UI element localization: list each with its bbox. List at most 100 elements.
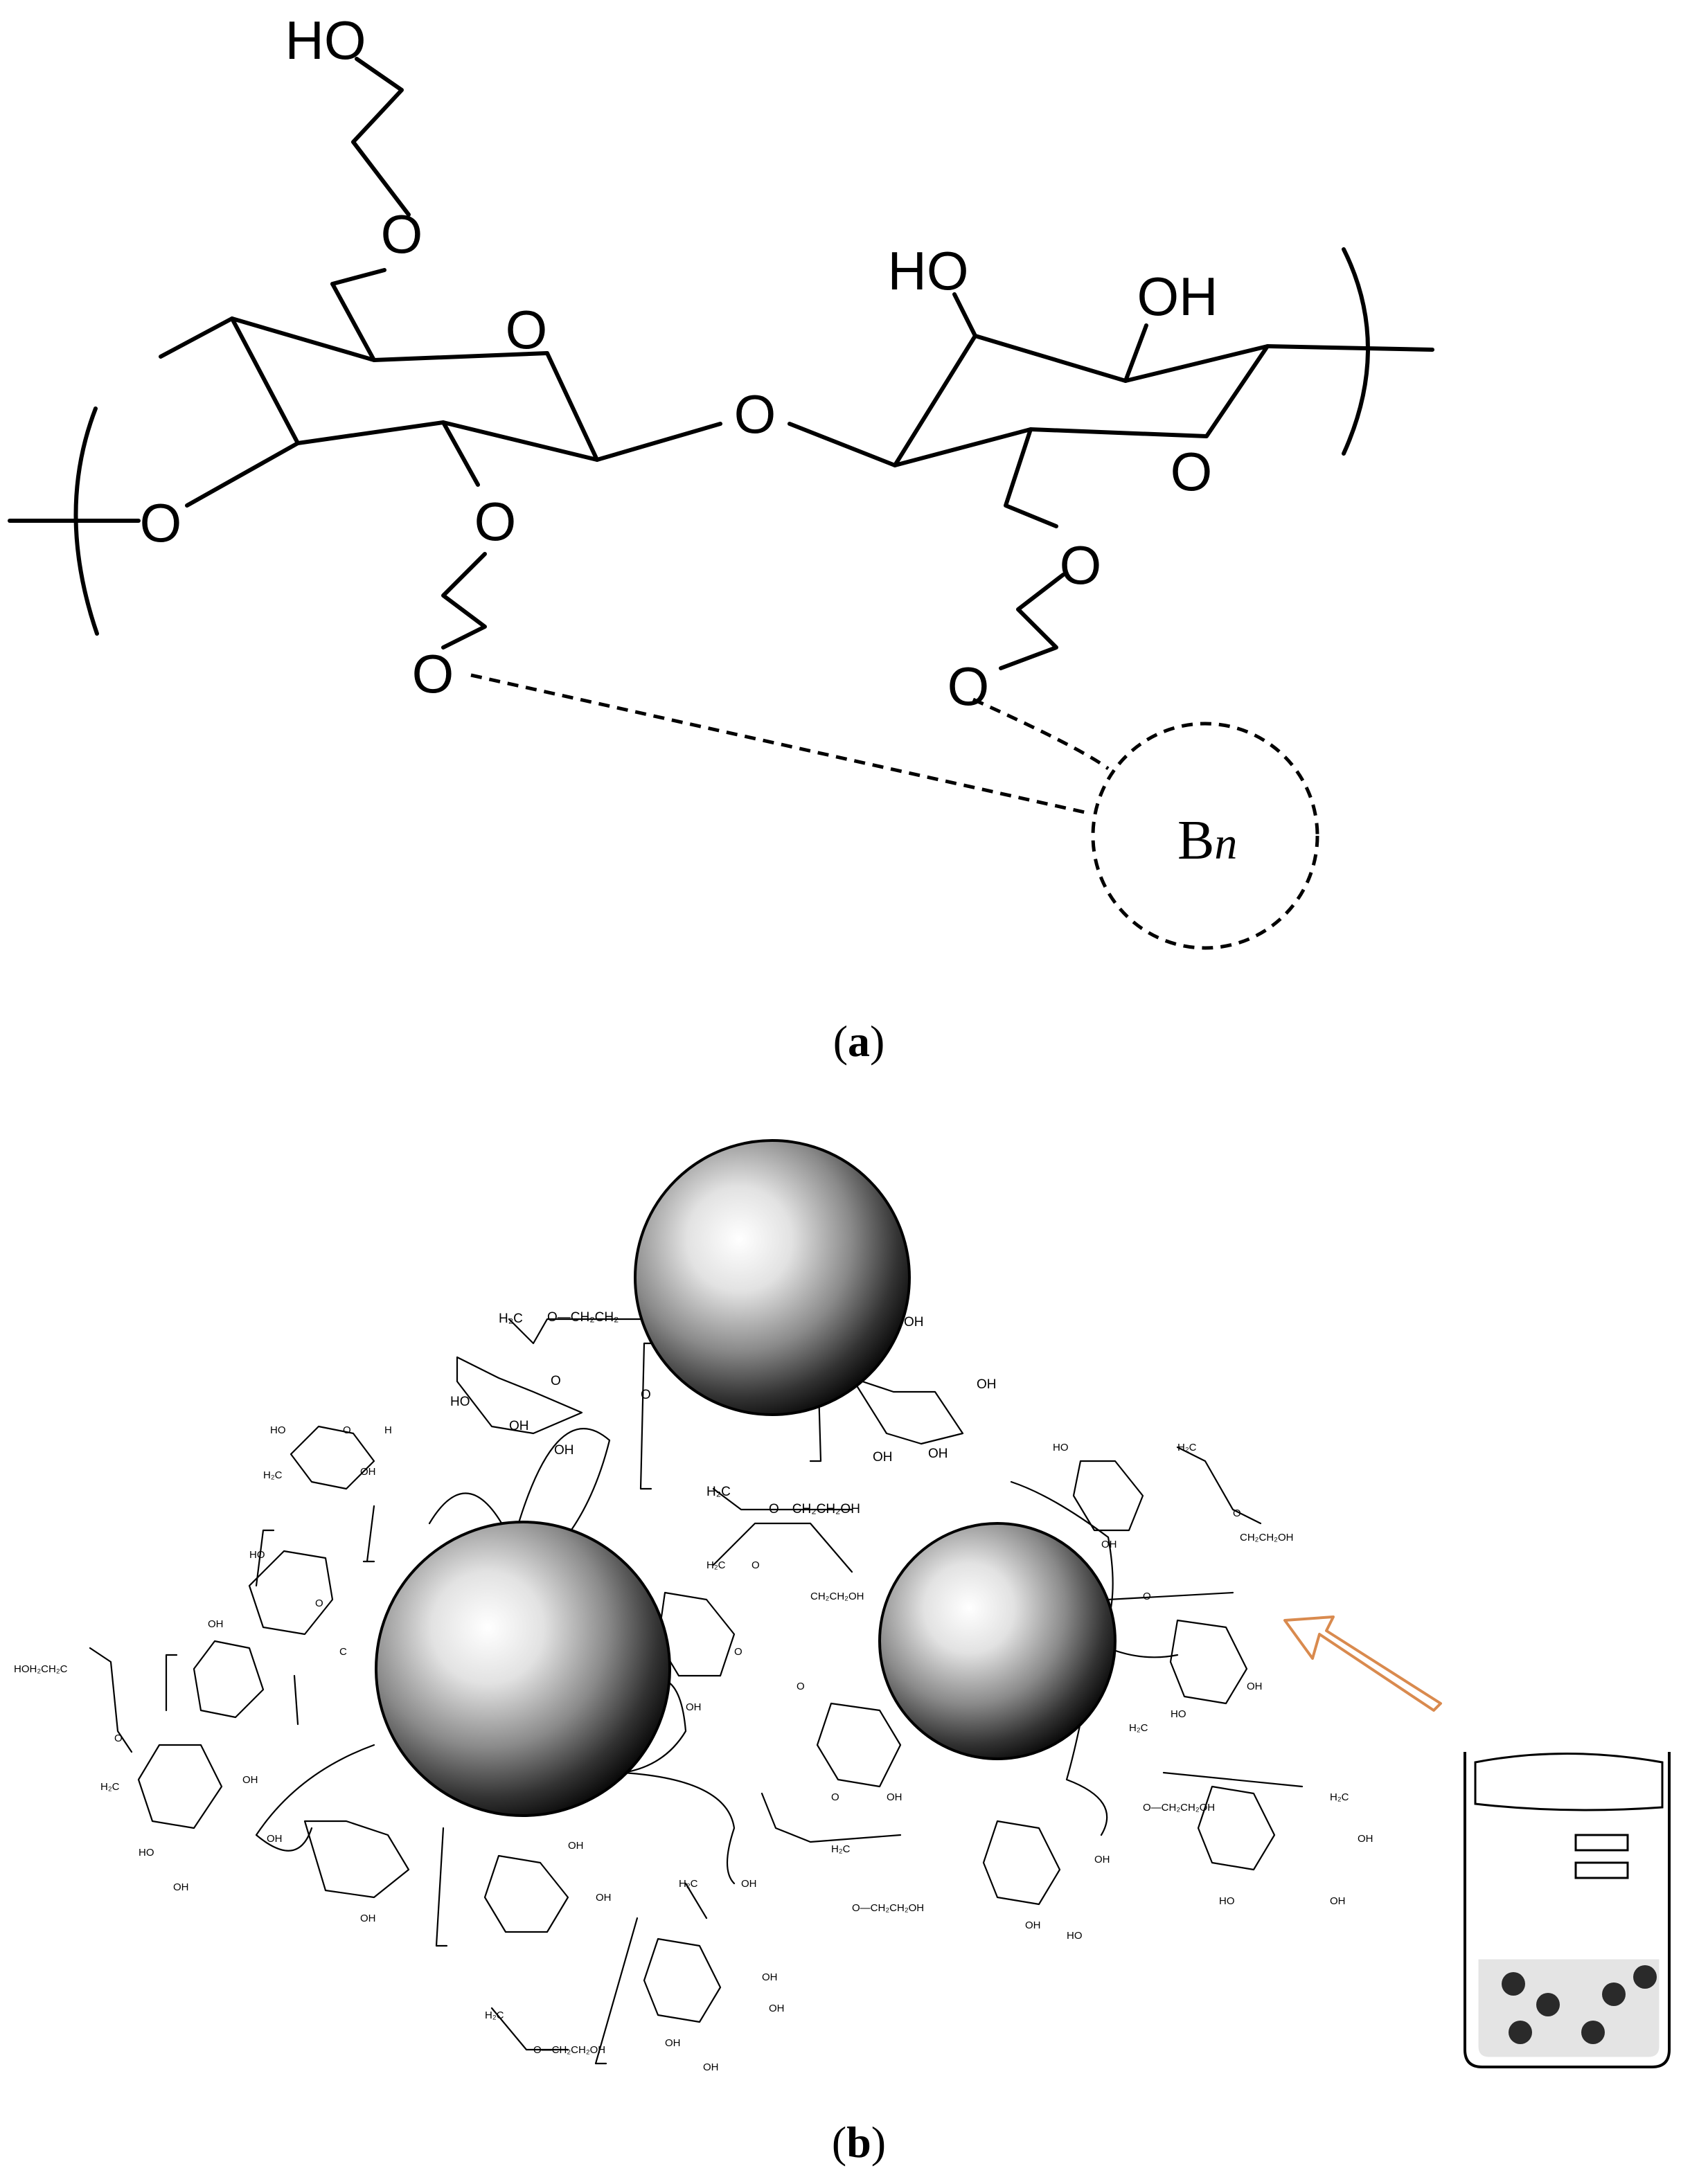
atom-o-ring-left: O: [506, 299, 548, 360]
frag-oh-center-2: OH: [887, 1791, 902, 1803]
frag-oh-right-3: OH: [1358, 1833, 1373, 1845]
frag-oh-bottom-7: OH: [769, 2003, 785, 2014]
frag-h2c-right-2: H₂C: [1129, 1722, 1148, 1734]
left-outer-chain: [89, 1647, 133, 1753]
frag-ho-right-5: HO: [1219, 1895, 1235, 1907]
addition-arrow: [1283, 1615, 1442, 1712]
right-outer-chain: [1176, 1446, 1262, 1525]
orange-arrow: [1283, 1615, 1442, 1712]
frag-h2c-left-2: H₂C: [100, 1781, 120, 1793]
o-left-end-bond: [185, 441, 300, 508]
nanoparticle-left: [375, 1521, 671, 1817]
nanoparticle-right: [878, 1522, 1117, 1760]
frag-oh-bottom-4: OH: [596, 1892, 612, 1904]
frag-oh-bottom-9: OH: [703, 2061, 719, 2073]
beaker-particle-1: [1502, 1972, 1525, 1996]
left-polymer-segment: HO O H H₂C OH HO O C OH HOH₂CH₂C O H₂C O…: [14, 1424, 392, 1893]
atom-o-bridge: O: [734, 384, 776, 445]
left-brackets-2: [165, 1654, 299, 1726]
frag-oh-top-right: OH: [904, 1315, 924, 1330]
c6-chain-bond: [330, 282, 376, 362]
frag-ho-left-3: HO: [249, 1549, 265, 1561]
frag-oh-left-6: OH: [173, 1881, 189, 1893]
bottom-bracket-2: [594, 1917, 639, 2065]
frag-o-left-3: O: [315, 1597, 323, 1609]
frag-oh-top-2: OH: [554, 1443, 574, 1458]
nanoparticle-top: [634, 1139, 911, 1416]
frag-oh-bottom-6: OH: [762, 1971, 778, 1983]
top-bracket-left: [639, 1342, 656, 1490]
frag-ho-right-3: HO: [1171, 1708, 1186, 1720]
left-lower-ring: [193, 1640, 265, 1719]
frag-ho-right-7: HO: [1067, 1930, 1083, 1942]
bottom-chain-2: [684, 1882, 708, 1919]
left-repeat-bracket: [73, 406, 99, 636]
frag-oh-bottom-3: OH: [568, 1840, 584, 1852]
beaker-graduation-2: [1574, 1861, 1629, 1879]
frag-h2c-center: H₂C: [706, 1559, 726, 1571]
frag-oh-left-5: OH: [242, 1774, 258, 1786]
polymer-wire-5: [1107, 1647, 1179, 1658]
frag-h2c-center-2: H₂C: [831, 1843, 851, 1855]
panel-b-label-letter: b: [846, 2118, 871, 2167]
frag-h2c-right-3: H₂C: [1330, 1791, 1349, 1803]
frag-ch2ch2oh-right: CH₂CH₂OH: [1240, 1532, 1293, 1543]
beaker-particle-6: [1581, 2021, 1605, 2044]
top-hydroxyethyl-chain: [351, 57, 411, 217]
bottom-mid-ring: [483, 1854, 569, 1933]
right-upper-ring: [1072, 1460, 1144, 1532]
center-polymer-segment: H₂C O CH₂CH₂OH O OH O OH O H₂C O—CH₂CH₂O…: [657, 1522, 924, 1914]
panel-a-label-letter: a: [848, 1017, 870, 1066]
lower-hydroxyethyl-chain: [441, 552, 487, 650]
beaker-particle-2: [1536, 1993, 1560, 2016]
bridge-bond-left: [595, 422, 722, 462]
atom-o-right-chain-1: O: [1060, 535, 1102, 596]
frag-h2c-bottom: H₂C: [485, 2010, 504, 2021]
left-brackets-1: [255, 1505, 375, 1587]
b-n-main: B: [1177, 810, 1214, 871]
panel-a-label-open: (: [833, 1017, 848, 1066]
frag-ho-left-1: HO: [270, 1424, 286, 1436]
atom-ho-top: HO: [285, 10, 366, 71]
panel-b-structure: H₂C O—CH₂CH₂ O HO OH OH O OH OH OH OH H₂…: [14, 1139, 1671, 2073]
right-brackets: [1107, 1591, 1304, 1788]
beaker-particle-3: [1602, 1982, 1626, 2006]
frag-o-left-5: O: [114, 1733, 123, 1744]
panel-a-label-close: ): [870, 1017, 884, 1066]
bottom-right-ring: [643, 1937, 722, 2023]
atom-oh-right: OH: [1137, 266, 1218, 327]
right-repeat-bracket: [1342, 247, 1370, 456]
frag-oh-top-right-2: OH: [977, 1377, 997, 1392]
b-n-subscript: n: [1214, 818, 1237, 869]
frag-h2c-right-1: H₂C: [1177, 1442, 1197, 1453]
frag-h2c-left: H₂C: [263, 1469, 283, 1481]
atom-o-right-chain-2: O: [948, 656, 990, 717]
frag-o-top-ring: O: [551, 1374, 561, 1388]
frag-oh-bottom-8: OH: [665, 2037, 681, 2049]
c3-oh-bond: [952, 292, 977, 338]
frag-o-right-1: O: [1233, 1507, 1241, 1519]
frag-o-ch2ch2oh-center: O—CH₂CH₂OH: [852, 1902, 924, 1914]
beaker-particle-5: [1509, 2021, 1532, 2044]
frag-oh-right-2: OH: [1247, 1681, 1263, 1692]
frag-hoh2ch2c: HOH₂CH₂C: [14, 1663, 68, 1675]
left-mid-ring: [248, 1550, 334, 1636]
b-n-cluster-circle: [1091, 722, 1319, 950]
frag-oh-bottom-5: OH: [741, 1878, 757, 1890]
panel-b-label-close: ): [871, 2118, 886, 2167]
frag-o-center: O: [751, 1559, 760, 1571]
frag-oh-left-4: OH: [208, 1618, 224, 1630]
frag-oh-right-5: OH: [1094, 1854, 1110, 1865]
frag-ho-right-1: HO: [1053, 1442, 1069, 1453]
polymer-wire-2: [255, 1744, 375, 1852]
c2-o-bond: [441, 420, 480, 487]
frag-h-left-1: H: [384, 1424, 392, 1436]
b-n-label: Bn: [1177, 810, 1237, 871]
atom-o-left-end: O: [140, 492, 182, 553]
atom-o-lower-1: O: [474, 491, 517, 552]
c2-oh-bond: [1123, 323, 1148, 383]
bottom-polymer-segment: OH OH OH OH H₂C O—CH₂CH₂OH H₂C OH OH OH …: [267, 1820, 785, 2073]
frag-oh-bottom-1: OH: [267, 1833, 283, 1845]
atom-o-ring-right: O: [1171, 441, 1213, 502]
